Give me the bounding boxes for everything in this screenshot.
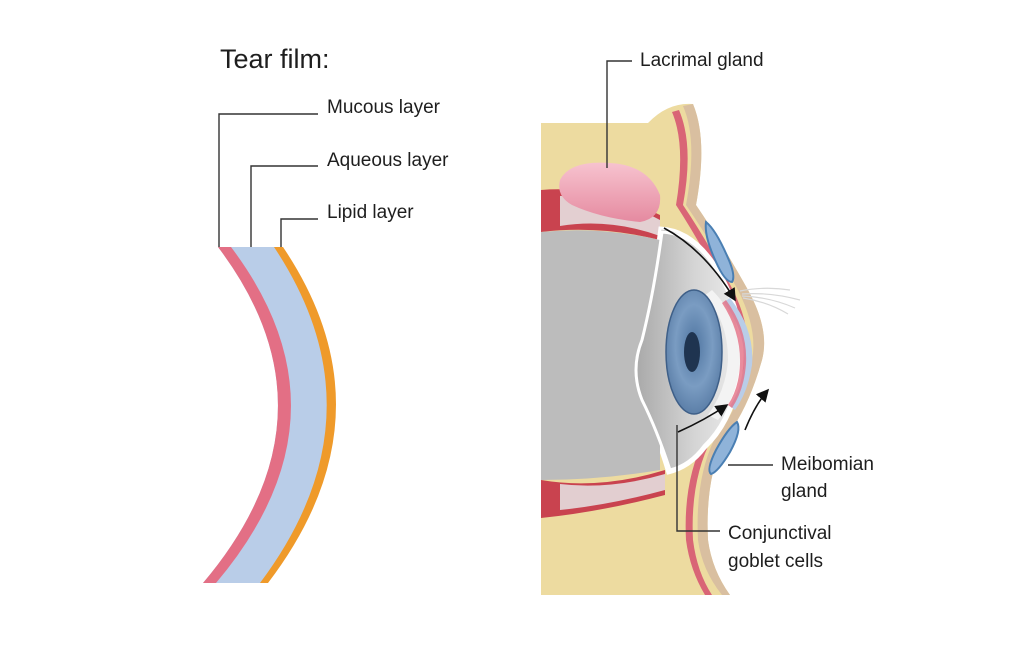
lipid-band — [260, 247, 336, 583]
goblet-leader-line — [676, 425, 720, 532]
aqueous-layer-label: Aqueous layer — [327, 150, 449, 171]
pupil — [684, 332, 700, 372]
eyelashes — [739, 287, 801, 315]
aqueous-band — [203, 247, 333, 583]
lipid-layer-label: Lipid layer — [327, 202, 414, 223]
eye-illustration — [541, 103, 801, 596]
tear-film-leaders — [218, 113, 318, 247]
lacrimal-gland-label: Lacrimal gland — [640, 50, 764, 71]
tear-film-illustration — [203, 247, 336, 583]
goblet-cells-label-line1: Conjunctival — [728, 523, 832, 544]
lipid-leader-line — [280, 218, 318, 247]
mucous-leader-line — [218, 113, 318, 247]
eye-leaders — [606, 60, 773, 532]
lower-tear-arrow-right — [744, 388, 770, 431]
cornea-mucous — [722, 300, 747, 408]
cornea-tear-film — [724, 298, 753, 410]
tear-flow-arrows — [663, 227, 770, 433]
lacrimal-gland — [559, 162, 661, 222]
meibomian-gland-label-line2: gland — [781, 481, 828, 502]
upper-tear-arrow — [663, 227, 736, 302]
lower-meibomian-gland — [708, 420, 740, 476]
aqueous-leader-line — [250, 165, 318, 247]
mucous-band — [203, 247, 291, 583]
lacrimal-leader-line — [606, 60, 632, 168]
cornea — [704, 290, 741, 420]
lower-tear-arrow-left — [677, 404, 729, 433]
meibomian-gland-label-line1: Meibomian — [781, 454, 874, 475]
goblet-cells-label-line2: goblet cells — [728, 551, 824, 572]
mucous-layer-label: Mucous layer — [327, 97, 440, 118]
skin-edge — [683, 104, 765, 595]
upper-meibomian-gland — [704, 220, 735, 284]
lower-muscle-sheath — [560, 474, 665, 510]
optic-back — [541, 230, 660, 480]
tear-film-title: Tear film: — [220, 44, 330, 74]
